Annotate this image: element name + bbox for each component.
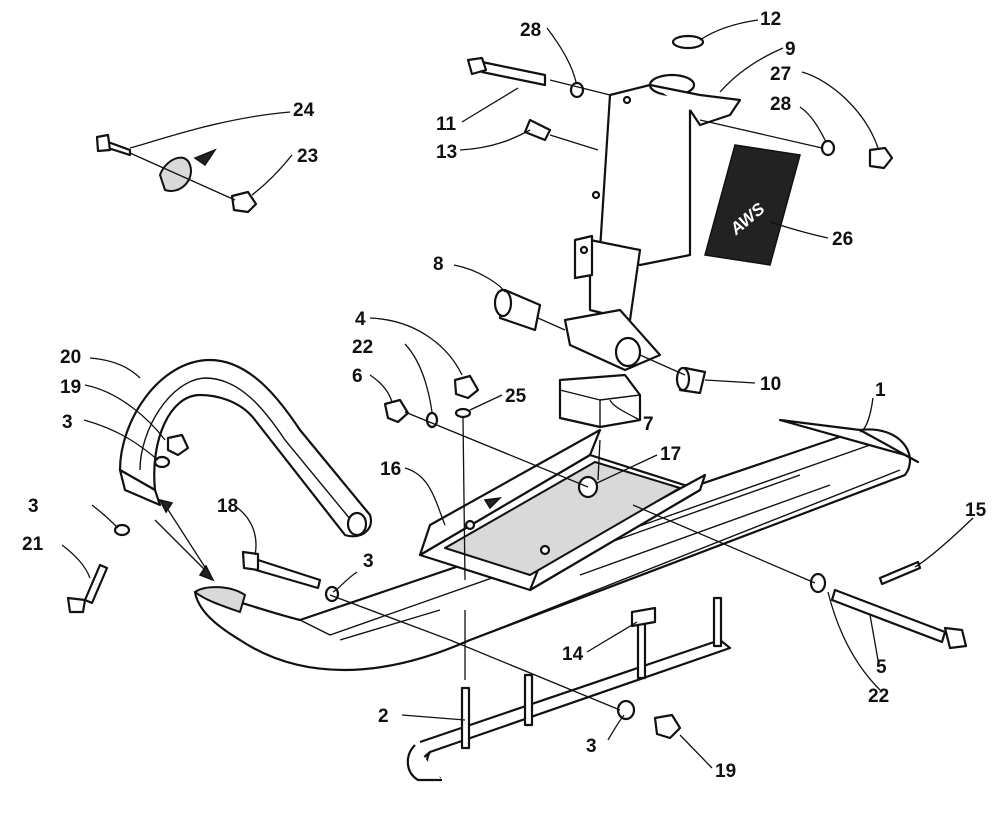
ski-handle bbox=[118, 358, 373, 538]
callout-numbers: 1 2 3 3 3 3 4 5 6 7 8 9 10 11 12 13 14 1… bbox=[22, 9, 987, 782]
bolt-21 bbox=[66, 563, 109, 614]
callout-19: 19 bbox=[715, 761, 736, 782]
callout-4: 4 bbox=[355, 309, 366, 330]
callout-24: 24 bbox=[293, 100, 315, 121]
callout-3: 3 bbox=[586, 736, 597, 757]
bolt-11 bbox=[466, 56, 547, 87]
nut-27 bbox=[868, 146, 894, 170]
nut-6 bbox=[383, 398, 410, 424]
aws-decal: AWS bbox=[704, 144, 801, 266]
callout-leaders bbox=[61, 19, 974, 769]
ski-spindle bbox=[563, 73, 742, 372]
wear-bar-stud bbox=[636, 616, 647, 680]
callout-5: 5 bbox=[876, 657, 887, 678]
callout-13: 13 bbox=[436, 142, 457, 163]
callout-25: 25 bbox=[505, 386, 527, 407]
callout-2: 2 bbox=[378, 706, 389, 727]
callout-16: 16 bbox=[380, 459, 401, 480]
nut-4 bbox=[453, 374, 480, 400]
bolt-5 bbox=[830, 588, 968, 650]
wear-bar-stud bbox=[712, 596, 723, 648]
callout-6: 6 bbox=[352, 366, 363, 387]
callout-23: 23 bbox=[297, 146, 318, 167]
washer-22b bbox=[809, 572, 827, 594]
callout-28: 28 bbox=[770, 94, 791, 115]
arrowhead-handle bbox=[158, 498, 174, 514]
nut-23 bbox=[230, 190, 258, 214]
bushing-10 bbox=[675, 366, 707, 395]
callout-27: 27 bbox=[770, 64, 791, 85]
callout-22: 22 bbox=[352, 337, 373, 358]
callout-7: 7 bbox=[643, 414, 654, 435]
spring-pad-7 bbox=[558, 373, 642, 429]
callout-18: 18 bbox=[217, 496, 238, 517]
assembly-lines bbox=[129, 79, 823, 711]
nut-19-handle bbox=[166, 433, 190, 457]
callout-15: 15 bbox=[965, 500, 987, 521]
cotter-pin-15 bbox=[878, 560, 922, 586]
spacer-14 bbox=[630, 606, 657, 628]
callout-28: 28 bbox=[520, 20, 541, 41]
callout-14: 14 bbox=[562, 644, 584, 665]
callout-3: 3 bbox=[363, 551, 374, 572]
washer-25 bbox=[454, 407, 472, 419]
callout-8: 8 bbox=[433, 254, 444, 275]
callout-12: 12 bbox=[760, 9, 781, 30]
zerk-13 bbox=[523, 118, 552, 142]
ski-saddle bbox=[418, 428, 707, 592]
callout-3: 3 bbox=[62, 412, 73, 433]
handle-to-ski-arrow bbox=[164, 504, 211, 576]
callout-22: 22 bbox=[868, 686, 889, 707]
bolt-24-with-bumper bbox=[95, 133, 192, 192]
callout-10: 10 bbox=[760, 374, 781, 395]
arrow-indicator-saddle bbox=[483, 496, 503, 510]
callout-20: 20 bbox=[60, 347, 81, 368]
washer-3-handle-upper bbox=[153, 455, 171, 469]
callout-1: 1 bbox=[875, 380, 886, 401]
wear-bar bbox=[406, 596, 732, 782]
callout-17: 17 bbox=[660, 444, 681, 465]
callout-19: 19 bbox=[60, 377, 81, 398]
nut-19-bottom bbox=[653, 713, 682, 740]
arrowhead-ski bbox=[198, 564, 215, 582]
arrow-indicator-bumper bbox=[193, 148, 217, 167]
callout-3: 3 bbox=[28, 496, 39, 517]
callout-26: 26 bbox=[832, 229, 853, 250]
washer-3-bottom bbox=[616, 699, 636, 721]
washer-28b bbox=[820, 139, 836, 157]
cap-12 bbox=[671, 34, 705, 50]
wear-bar-stud bbox=[460, 686, 471, 750]
callout-9: 9 bbox=[785, 39, 796, 60]
callout-21: 21 bbox=[22, 534, 44, 555]
washer-3-handle-lower bbox=[113, 523, 131, 537]
bolt-18 bbox=[241, 550, 322, 590]
wear-bar-stud bbox=[523, 673, 534, 727]
bushing-8 bbox=[493, 288, 542, 332]
callout-11: 11 bbox=[436, 114, 457, 135]
